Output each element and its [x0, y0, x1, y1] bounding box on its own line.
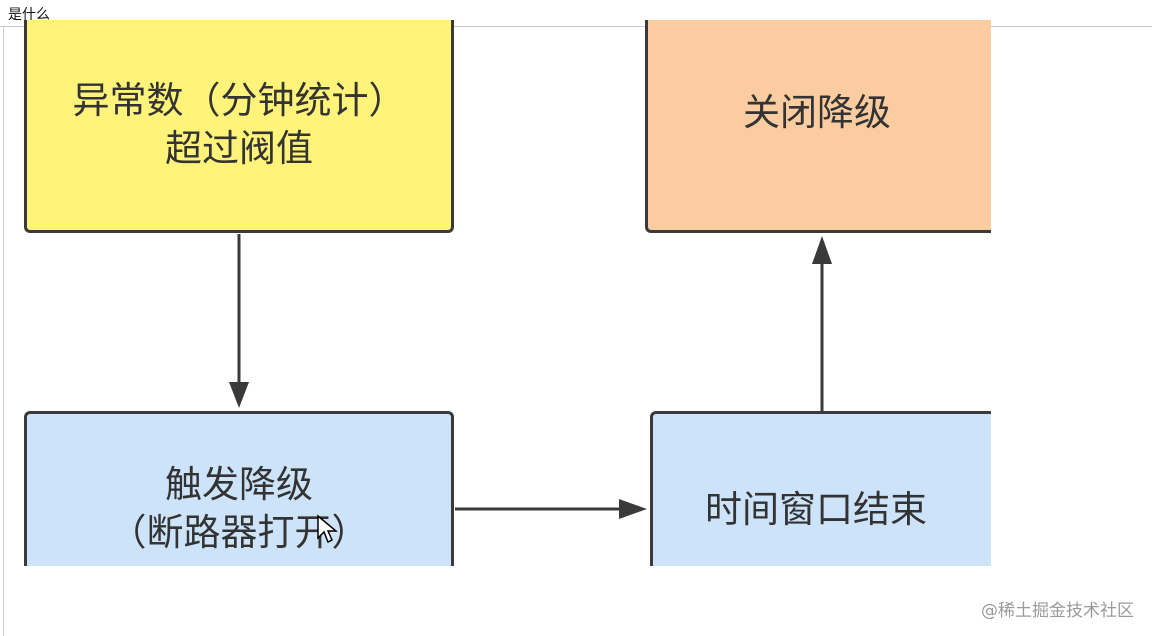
arrow-trigger-to-window — [455, 499, 647, 519]
arrow-window-to-close — [812, 236, 832, 411]
node-trigger-line-1: 触发降级 — [165, 462, 313, 506]
mouse-cursor-icon — [317, 514, 338, 544]
node-anomaly-line-1: 异常数（分钟统计） — [72, 79, 406, 122]
arrow-anomaly-to-trigger — [229, 234, 249, 408]
window-title: 是什么 — [8, 7, 50, 23]
content-area — [3, 27, 1152, 636]
node-anomaly-threshold: 异常数（分钟统计） 超过阀值 — [24, 20, 454, 233]
clip-bottom — [4, 566, 1152, 636]
node-window-end-line-1: 时间窗口结束 — [705, 487, 927, 531]
node-anomaly-line-2: 超过阀值 — [165, 127, 313, 170]
watermark: @稀土掘金技术社区 — [981, 601, 1134, 621]
clip-right — [991, 27, 1152, 636]
node-close-degrade: 关闭降级 — [645, 20, 991, 233]
node-close-degrade-line-1: 关闭降级 — [743, 90, 891, 134]
